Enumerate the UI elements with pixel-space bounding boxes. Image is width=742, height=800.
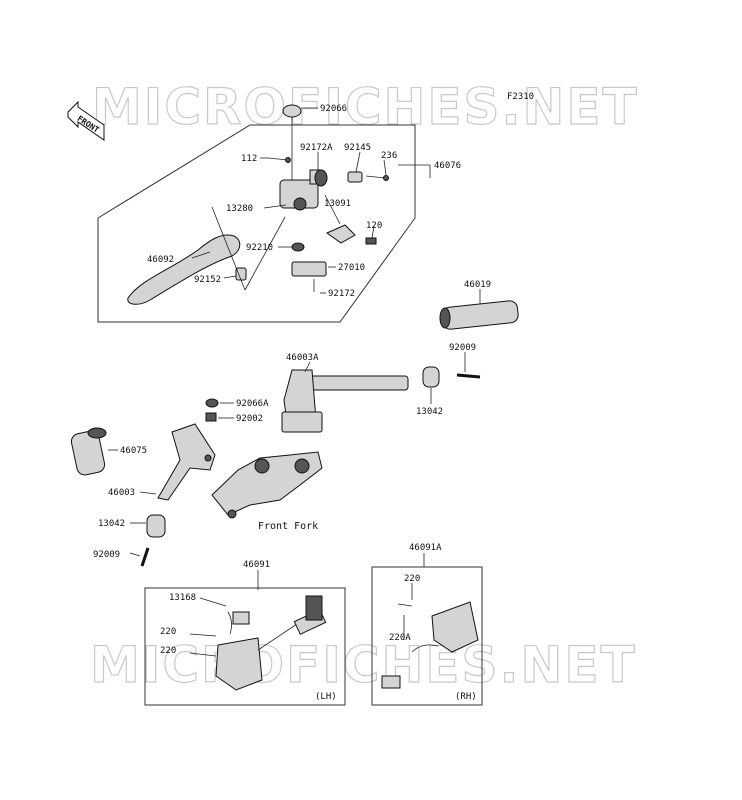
lh-switch-box bbox=[144, 587, 346, 706]
rh-label: (RH) bbox=[455, 692, 477, 702]
front-fork-label: Front Fork bbox=[258, 521, 318, 532]
lh-label: (LH) bbox=[315, 692, 337, 702]
label-92145: 92145 bbox=[344, 143, 371, 153]
lh-switch bbox=[189, 595, 327, 691]
label-13168: 13168 bbox=[169, 593, 196, 603]
fork-bracket bbox=[211, 451, 323, 516]
label-46003A: 46003A bbox=[286, 353, 319, 363]
label-46076: 46076 bbox=[434, 161, 461, 171]
label-92009-left: 92009 bbox=[93, 550, 120, 560]
label-46092: 46092 bbox=[147, 255, 174, 265]
handlebar-46003A bbox=[281, 369, 409, 433]
rh-switch-box bbox=[371, 566, 483, 706]
collar-13042-left bbox=[146, 514, 166, 538]
label-13091: 13091 bbox=[324, 199, 351, 209]
leader-lines bbox=[108, 107, 481, 607]
label-92066A: 92066A bbox=[236, 399, 269, 409]
grip-46075 bbox=[70, 427, 107, 476]
label-46075: 46075 bbox=[120, 446, 147, 456]
label-46091A: 46091A bbox=[409, 543, 442, 553]
brake-lever bbox=[127, 234, 241, 305]
bolt-92009-left bbox=[140, 547, 150, 567]
master-cylinder-box bbox=[97, 124, 416, 323]
label-27010: 27010 bbox=[338, 263, 365, 273]
bolt-92002 bbox=[205, 412, 217, 422]
diagram-code: F2310 bbox=[507, 92, 534, 102]
label-92172A: 92172A bbox=[300, 143, 333, 153]
cap-92066A bbox=[205, 398, 219, 408]
label-220-lh-lower: 220 bbox=[160, 646, 176, 656]
label-92002: 92002 bbox=[236, 414, 263, 424]
label-220-rh: 220 bbox=[404, 574, 420, 584]
label-92066: 92066 bbox=[320, 104, 347, 114]
handlebar-46003 bbox=[157, 423, 216, 501]
watermark-top: MICROFICHES.NET bbox=[92, 78, 639, 136]
watermark-bottom: MICROFICHES.NET bbox=[90, 636, 637, 694]
label-46019: 46019 bbox=[464, 280, 491, 290]
label-220-lh-upper: 220 bbox=[160, 627, 176, 637]
rh-switch bbox=[381, 601, 479, 689]
label-13042-left: 13042 bbox=[98, 519, 125, 529]
lever-guide-line-2 bbox=[244, 216, 286, 291]
collar-13042-right bbox=[422, 366, 440, 388]
part-labels: 92066 112 92172A 92145 236 46076 13280 1… bbox=[93, 104, 491, 656]
grip-46019 bbox=[439, 300, 519, 330]
label-46003: 46003 bbox=[108, 488, 135, 498]
bolt-92009-right bbox=[456, 373, 481, 379]
label-13280: 13280 bbox=[226, 204, 253, 214]
label-92152: 92152 bbox=[194, 275, 221, 285]
label-236: 236 bbox=[381, 151, 397, 161]
label-120: 120 bbox=[366, 221, 382, 231]
label-220A: 220A bbox=[389, 633, 411, 643]
label-46091: 46091 bbox=[243, 560, 270, 570]
label-112: 112 bbox=[241, 154, 257, 164]
master-cylinder bbox=[235, 104, 389, 292]
lever-guide-line bbox=[211, 206, 246, 291]
label-13042-right: 13042 bbox=[416, 407, 443, 417]
label-92172: 92172 bbox=[328, 289, 355, 299]
label-92009-right: 92009 bbox=[449, 343, 476, 353]
label-92210: 92210 bbox=[246, 243, 273, 253]
